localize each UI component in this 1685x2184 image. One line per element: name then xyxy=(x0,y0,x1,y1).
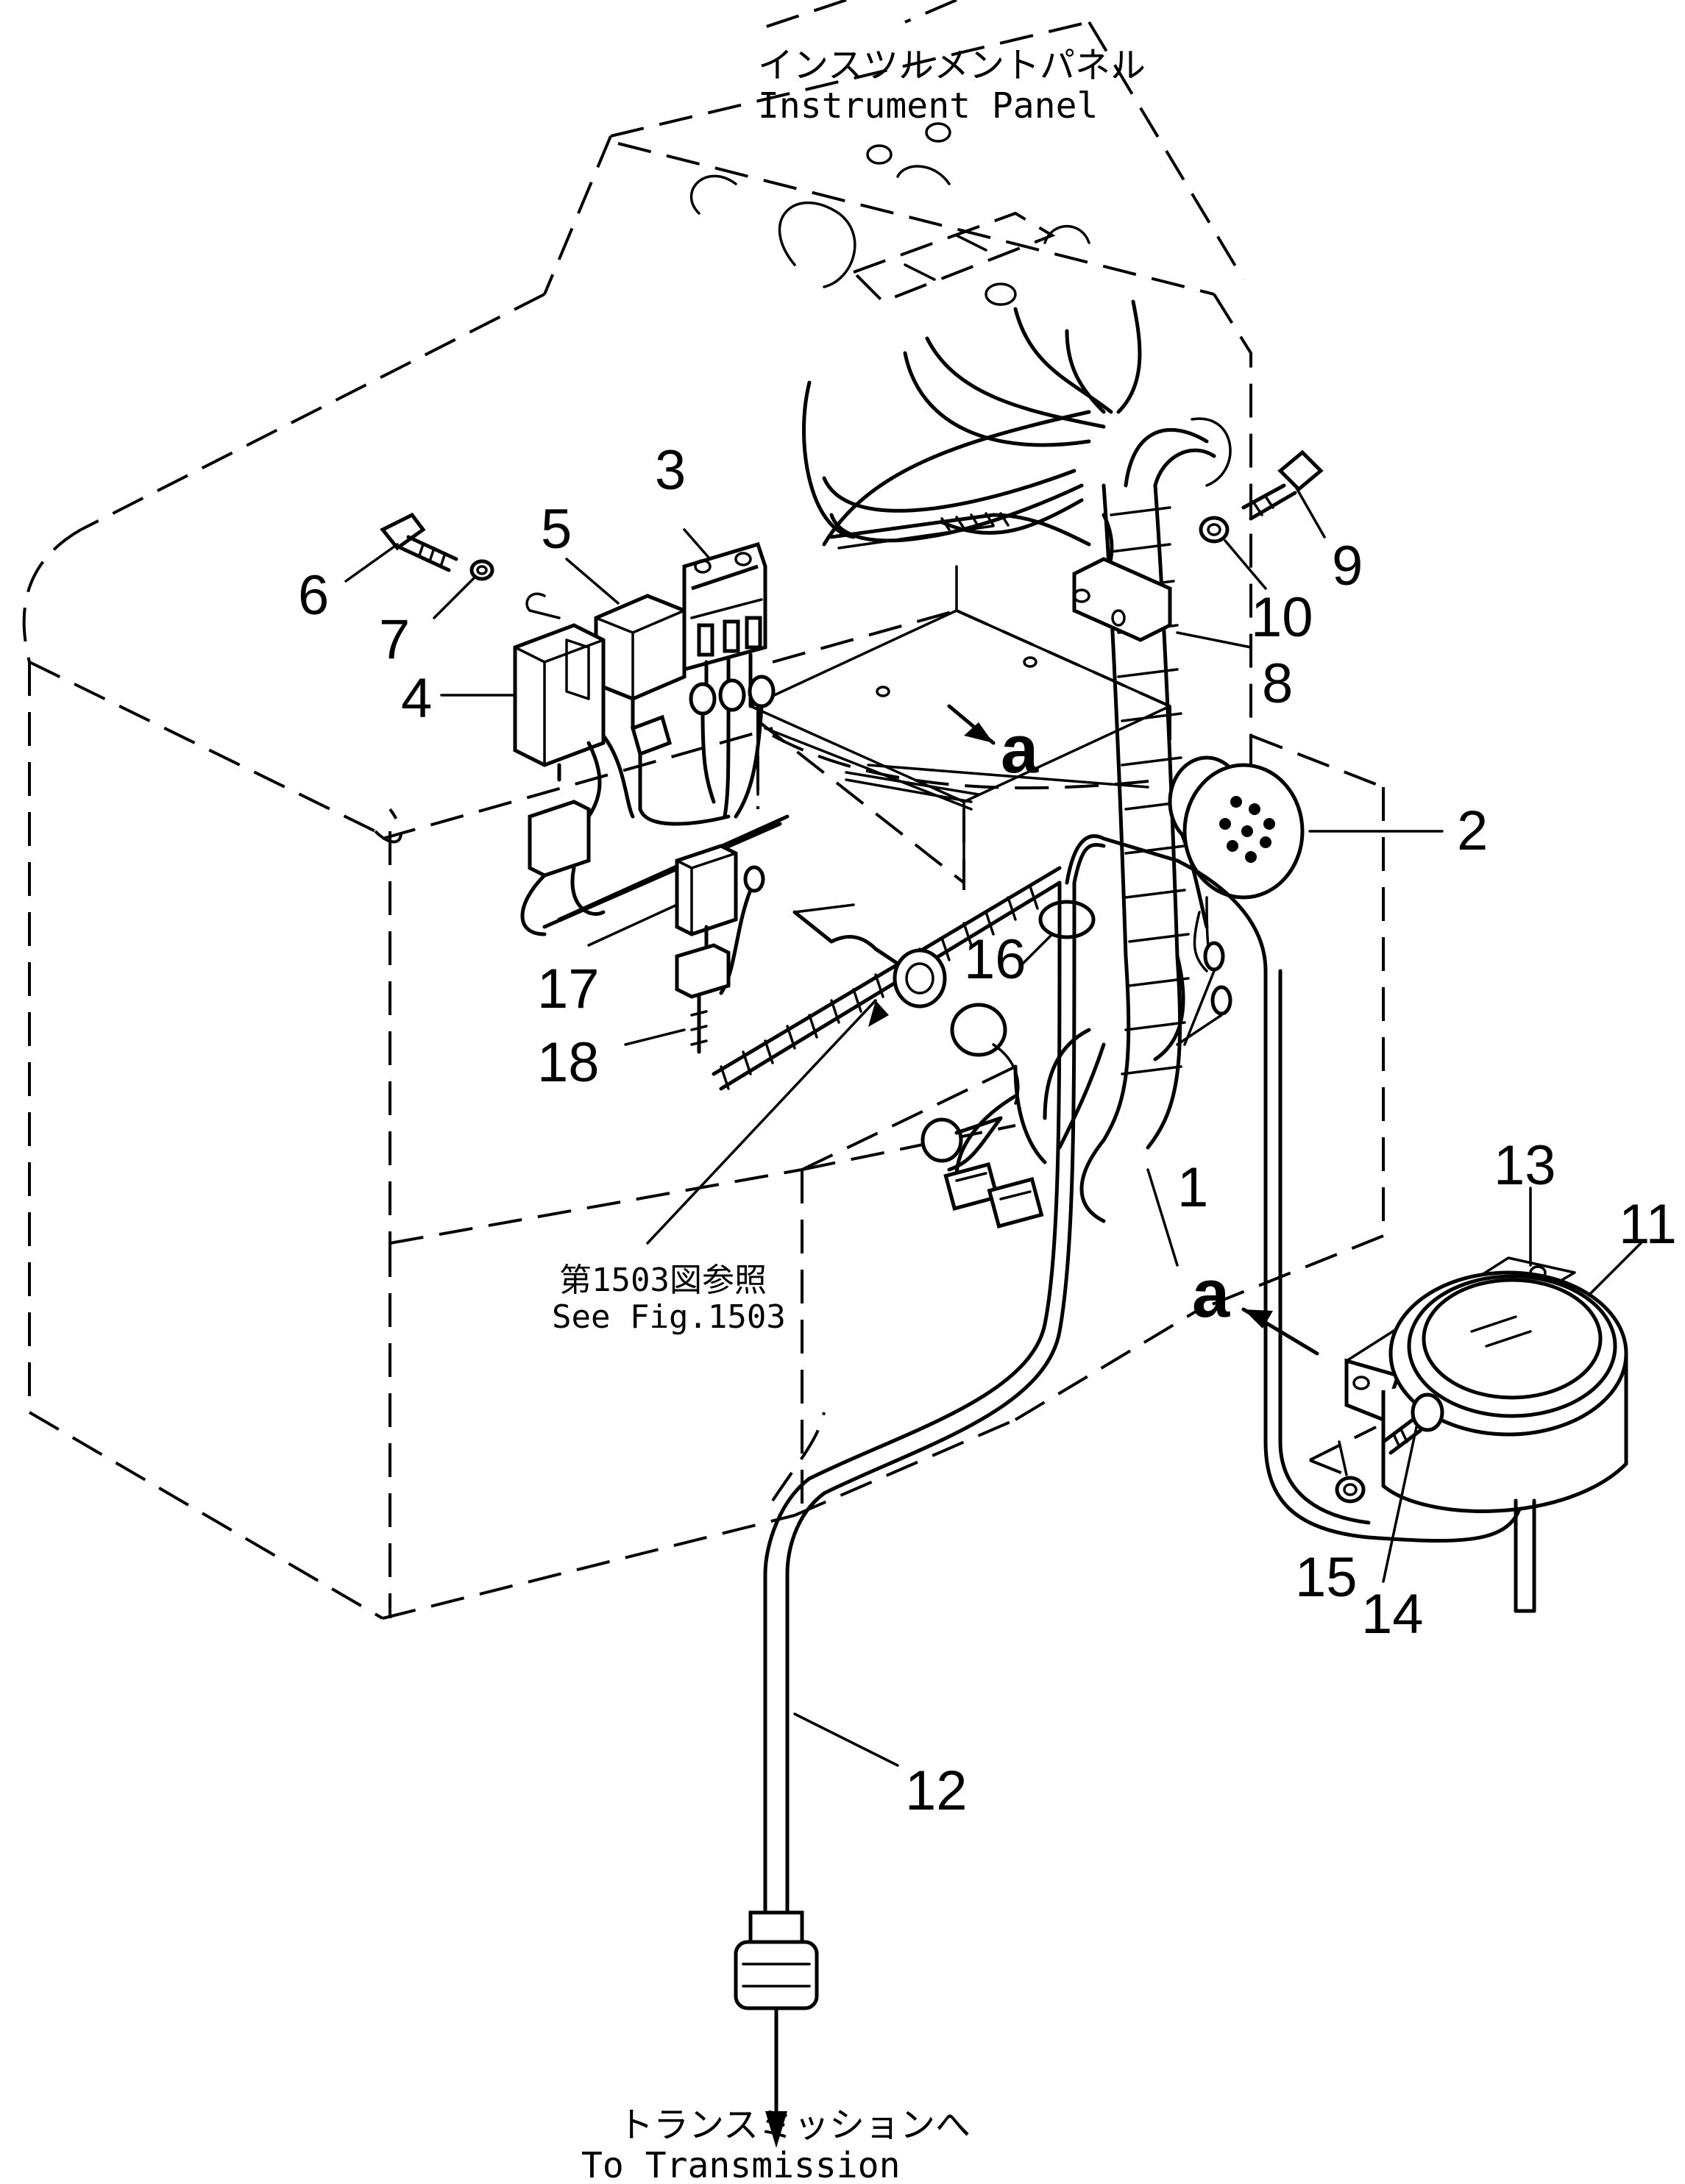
part-number-10: 10 xyxy=(1251,586,1313,649)
part-number-9: 9 xyxy=(1332,535,1363,597)
callout-transmission: トランスミッションへ To Transmission xyxy=(581,2105,971,2184)
see-fig-jp-label: 第1503図参照 xyxy=(559,1262,767,1299)
speedometer-cable xyxy=(734,834,1525,2148)
part-number-2: 2 xyxy=(1457,800,1488,862)
instrument-panel-en-label: Instrument Panel xyxy=(758,85,1098,127)
relay-4 xyxy=(513,592,635,819)
part-number-6: 6 xyxy=(298,564,329,627)
part-number-8: 8 xyxy=(1262,652,1293,715)
part-number-14: 14 xyxy=(1361,1583,1424,1646)
view-arrow-a-lower: a xyxy=(1192,1256,1319,1356)
part-number-1: 1 xyxy=(1177,1156,1208,1219)
part-numbers: 1 2 3 4 5 6 7 8 9 10 11 12 13 14 15 16 1… xyxy=(298,439,1677,1822)
view-arrow-a-upper: a xyxy=(947,704,1039,787)
part-number-12: 12 xyxy=(905,1760,968,1822)
view-letter-a-upper: a xyxy=(1001,712,1039,787)
washer-15 xyxy=(1335,1476,1366,1504)
wiring-harness xyxy=(712,299,1232,1228)
part-number-3: 3 xyxy=(655,439,686,502)
part-number-13: 13 xyxy=(1494,1134,1556,1197)
relay-5 xyxy=(594,594,731,826)
see-fig-en-label: See Fig.1503 xyxy=(552,1298,786,1336)
bolt-6 xyxy=(380,512,458,572)
transmission-en-label: To Transmission xyxy=(581,2145,900,2184)
callout-instrument-panel: インスツルメントパネル Instrument Panel xyxy=(758,45,1146,127)
washer-7 xyxy=(469,559,494,581)
mounting-bracket xyxy=(749,557,1172,884)
view-letter-a-lower: a xyxy=(1192,1256,1230,1331)
instrument-panel-outline xyxy=(543,0,1384,789)
part-number-15: 15 xyxy=(1295,1546,1358,1609)
part-number-17: 17 xyxy=(537,958,600,1020)
bolt-9 xyxy=(1241,449,1324,521)
connector-18 xyxy=(675,943,731,1054)
instrument-panel-jp-label: インスツルメントパネル xyxy=(758,45,1146,86)
callout-see-fig: 第1503図参照 See Fig.1503 xyxy=(552,1262,786,1336)
part-number-18: 18 xyxy=(537,1031,600,1094)
speedometer-assembly xyxy=(1309,1256,1628,1613)
washer-10 xyxy=(1199,516,1230,544)
part-number-7: 7 xyxy=(379,608,410,671)
part-number-4: 4 xyxy=(401,667,432,730)
part-number-11: 11 xyxy=(1619,1193,1677,1256)
console-body-outline xyxy=(22,293,1385,1620)
leader-lines xyxy=(344,484,1642,1767)
relay-3 xyxy=(682,541,776,819)
connector-lower-left xyxy=(520,800,790,936)
horn xyxy=(1168,755,1305,900)
part-number-5: 5 xyxy=(541,498,572,561)
transmission-jp-label: トランスミッションへ xyxy=(618,2105,971,2146)
part-number-16: 16 xyxy=(964,928,1026,991)
